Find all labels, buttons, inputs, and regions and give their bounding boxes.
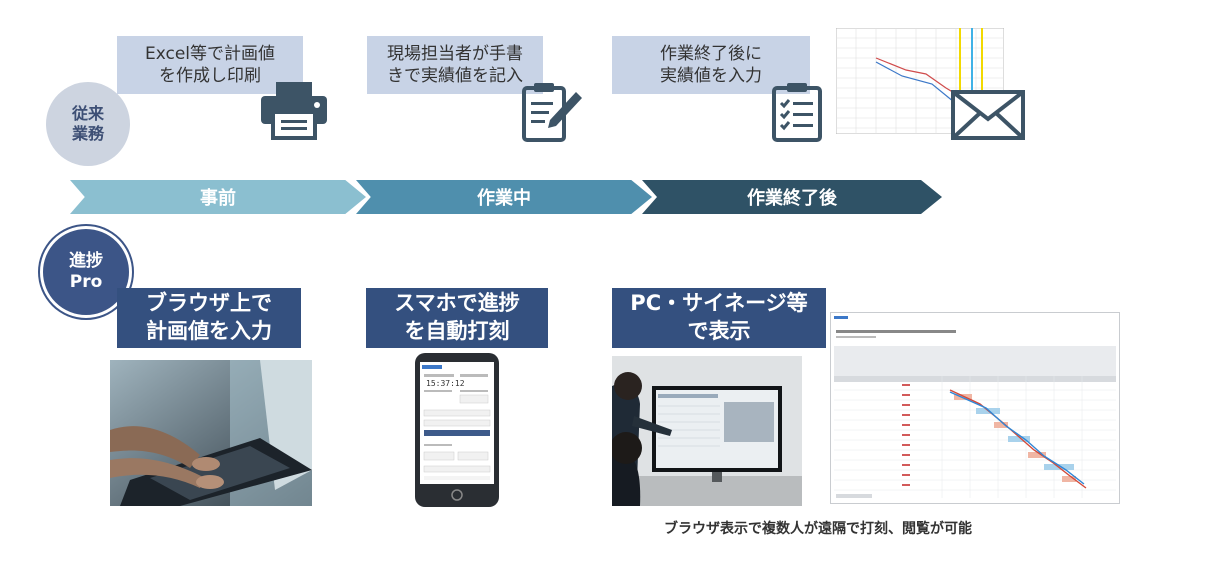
traditional-badge-line-2: 業務 xyxy=(71,124,104,143)
checklist-clipboard-icon xyxy=(772,83,822,142)
bottom-caption: ブラウザ表示で複数人が遠隔で打刻、閲覧が可能 xyxy=(664,521,972,537)
phase-arrow-before: 事前 xyxy=(70,180,366,214)
printer-icon xyxy=(261,82,327,140)
phase-before-label: 事前 xyxy=(200,188,236,209)
note-enter-actuals-after: 作業終了後に 実績値を入力 xyxy=(612,36,810,94)
pro-box-phone-line-1: スマホで進捗 xyxy=(394,291,520,316)
note-excel-line-2: を作成し印刷 xyxy=(158,66,261,86)
handwriting-clipboard-icon xyxy=(522,83,582,142)
phone-clock: 15:37:12 xyxy=(426,379,465,388)
gantt-chart-screenshot xyxy=(830,312,1120,504)
note-excel-line-1: Excel等で計画値 xyxy=(144,43,276,64)
smartphone-mockup xyxy=(415,353,499,507)
signage-display-photo xyxy=(612,356,802,506)
pro-box-signage-line-1: PC・サイネージ等 xyxy=(630,291,808,316)
traditional-badge-line-1: 従来 xyxy=(71,104,104,123)
pro-badge-line-2: Pro xyxy=(69,272,103,292)
pro-box-browser-line-1: ブラウザ上で xyxy=(146,291,272,316)
phase-after-label: 作業終了後 xyxy=(747,188,837,209)
pro-box-signage-line-2: で表示 xyxy=(687,319,751,343)
laptop-typing-photo xyxy=(110,360,312,506)
pro-box-signage-display: PC・サイネージ等 で表示 xyxy=(612,288,826,348)
phase-arrow-during: 作業中 xyxy=(356,180,652,214)
note-handwritten-line-2: きで実績値を記入 xyxy=(387,66,523,86)
note-excel-plan: Excel等で計画値 を作成し印刷 xyxy=(117,36,303,94)
note-handwritten-actuals: 現場担当者が手書 きで実績値を記入 xyxy=(367,36,543,94)
phase-arrow-after: 作業終了後 xyxy=(642,180,942,214)
pro-box-phone-line-2: を自動打刻 xyxy=(404,319,510,343)
pro-box-browser-input: ブラウザ上で 計画値を入力 xyxy=(117,288,301,348)
note-after-line-2: 実績値を入力 xyxy=(660,66,762,86)
phase-during-label: 作業中 xyxy=(477,188,531,209)
note-after-line-1: 作業終了後に xyxy=(660,43,762,64)
pro-box-smartphone-stamp: スマホで進捗 を自動打刻 xyxy=(366,288,548,348)
pro-badge-line-1: 進捗 xyxy=(69,250,103,271)
note-handwritten-line-1: 現場担当者が手書 xyxy=(387,43,523,64)
pro-box-browser-line-2: 計画値を入力 xyxy=(146,319,272,343)
envelope-icon xyxy=(951,90,1025,140)
shinchoku-pro-badge: 進捗 Pro xyxy=(40,226,132,318)
traditional-work-badge: 従来 業務 xyxy=(46,82,130,166)
